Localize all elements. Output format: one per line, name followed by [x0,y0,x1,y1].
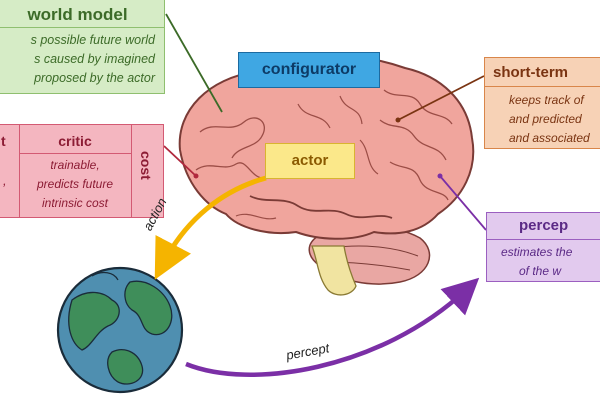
critic-cost-panel [131,125,164,217]
configurator-box: configurator [238,52,380,88]
world-model-line-3: proposed by the actor [34,71,155,85]
world-model-description: s possible future world s caused by imag… [0,31,155,88]
stm-connector-dot [395,117,401,123]
perception-connector-dot [437,173,443,179]
short-term-memory-box: short-term keeps track of and predicted … [484,57,600,149]
percept-arrow [185,277,480,377]
critic-connector-dot [193,173,199,179]
earth-globe [56,266,184,394]
perception-line-2: of the w [519,264,562,278]
short-term-memory-connector [397,75,485,121]
short-term-memory-divider [485,86,600,87]
short-term-memory-description: keeps track of and predicted and associa… [509,91,600,148]
critic-box: t , critic trainable, predicts future in… [0,124,164,218]
critic-left-panel: t , [0,125,20,217]
world-model-title: world model [27,5,128,24]
cost-label: cost [138,151,154,180]
critic-line-2: predicts future [36,177,114,191]
perception-title: percep [519,217,569,234]
short-term-memory-title: short-term [493,64,569,81]
world-model-line-2: s caused by imagined [34,52,155,66]
perception-divider [487,239,600,240]
critic-left-fragment: t [1,133,6,149]
world-model-divider [0,27,164,28]
critic-title: critic [58,133,92,149]
stm-line-2: and predicted [509,112,582,126]
brainstem [311,245,357,296]
critic-connector [163,145,197,177]
world-model-box: world model s possible future world s ca… [0,0,165,94]
action-arrow [154,175,267,280]
world-model-line-1: s possible future world [30,33,155,47]
critic-left-fragment-2: , [3,173,7,188]
critic-line-1: trainable, [50,158,100,172]
critic-description: trainable, predicts future intrinsic cos… [19,156,131,213]
perception-description: estimates the of the w [501,243,600,281]
critic-divider [19,153,131,154]
world-model-connector [165,13,223,113]
perception-box: percep estimates the of the w [486,212,600,282]
stm-line-3: and associated [509,131,590,145]
perception-line-1: estimates the [501,245,573,259]
actor-box: actor [265,143,355,179]
critic-line-3: intrinsic cost [41,196,109,210]
perception-connector [439,175,487,231]
stm-line-1: keeps track of [509,93,584,107]
